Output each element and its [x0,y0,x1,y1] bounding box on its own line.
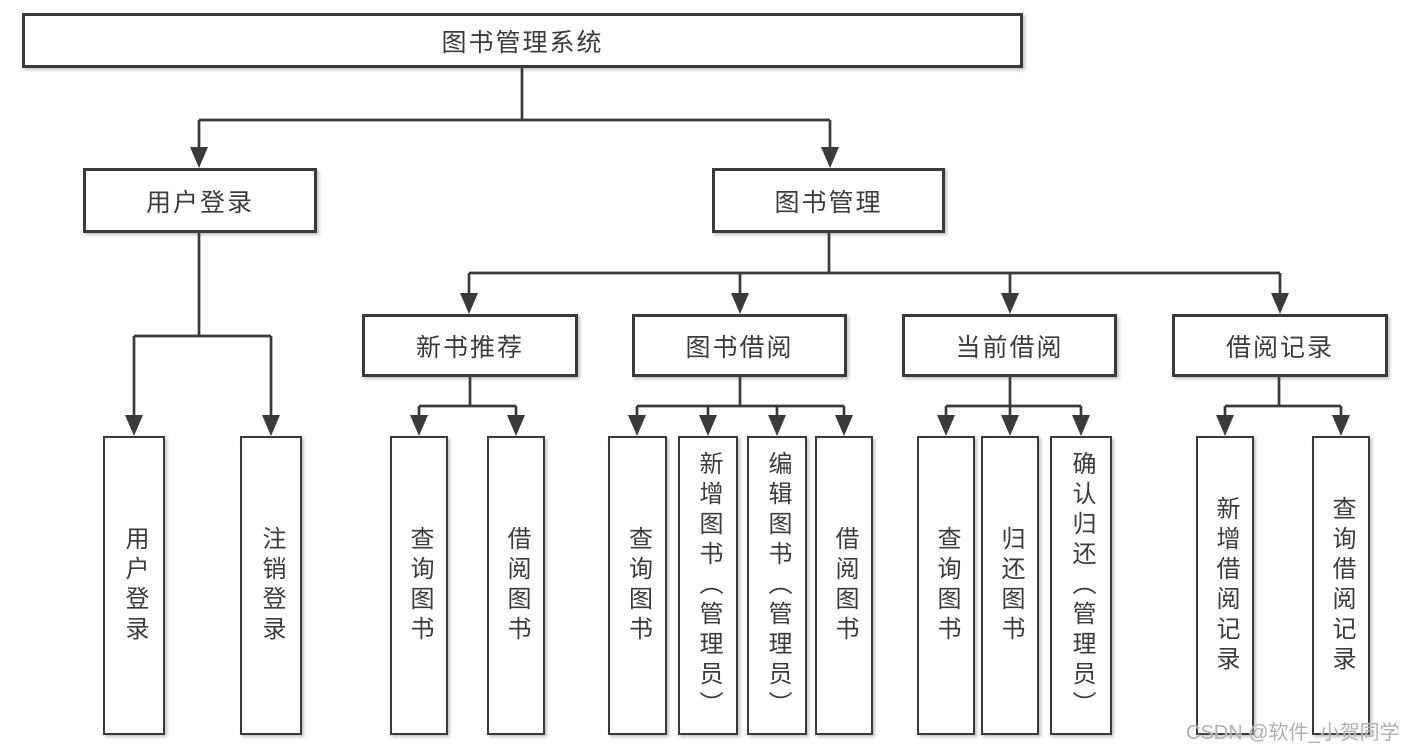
leaf-label: 借阅图书 [831,525,858,646]
node-system-root: 图书管理系统 [22,13,1023,68]
leaf-confirm-return-admin: 确认归还（管理员） [1050,436,1112,735]
leaf-user-login: 用户登录 [103,436,165,735]
leaf-label: 新增图书（管理员） [695,450,722,721]
leaf-label: 新增借阅记录 [1212,495,1239,676]
node-current-borrow: 当前借阅 [902,314,1117,377]
leaf-label: 借阅图书 [503,525,530,646]
leaf-label: 注销登录 [258,525,285,646]
leaf-add-book-admin: 新增图书（管理员） [678,436,738,735]
leaf-label: 归还图书 [997,525,1024,646]
leaf-borrow-books-recommend: 借阅图书 [487,436,545,735]
leaf-logout: 注销登录 [240,436,302,735]
node-label: 图书借阅 [685,333,794,362]
leaf-query-books-current: 查询图书 [917,436,975,735]
leaf-label: 查询借阅记录 [1328,495,1355,676]
leaf-label: 查询图书 [624,525,652,646]
node-user-login: 用户登录 [83,168,317,233]
leaf-label: 用户登录 [121,525,148,646]
leaf-edit-book-admin: 编辑图书（管理员） [747,436,807,735]
leaf-query-borrow-record: 查询借阅记录 [1312,436,1370,735]
leaf-label: 查询图书 [406,525,433,646]
node-label: 图书管理 [774,188,883,217]
node-label: 借阅记录 [1225,333,1334,362]
leaf-label: 确认归还（管理员） [1068,450,1095,721]
leaf-query-books-borrow: 查询图书 [608,436,667,735]
watermark-text: CSDN @软件_小贺同学 [1186,722,1400,744]
node-label: 当前借阅 [955,333,1064,362]
node-label: 用户登录 [145,188,254,217]
leaf-add-borrow-record: 新增借阅记录 [1196,436,1254,735]
node-new-book-recommend: 新书推荐 [362,314,578,377]
leaf-return-book: 归还图书 [981,436,1039,735]
leaf-borrow-book: 借阅图书 [815,436,873,735]
node-borrow-records: 借阅记录 [1172,314,1388,377]
arrowheads [125,147,1350,436]
node-label: 图书管理系统 [441,28,604,57]
leaf-query-books-recommend: 查询图书 [390,436,448,735]
leaf-label: 查询图书 [933,525,960,646]
node-label: 新书推荐 [415,333,524,362]
node-book-management: 图书管理 [712,168,945,233]
tree-edges [132,68,1343,418]
leaf-label: 编辑图书（管理员） [764,450,791,721]
node-book-borrow: 图书借阅 [632,314,847,377]
